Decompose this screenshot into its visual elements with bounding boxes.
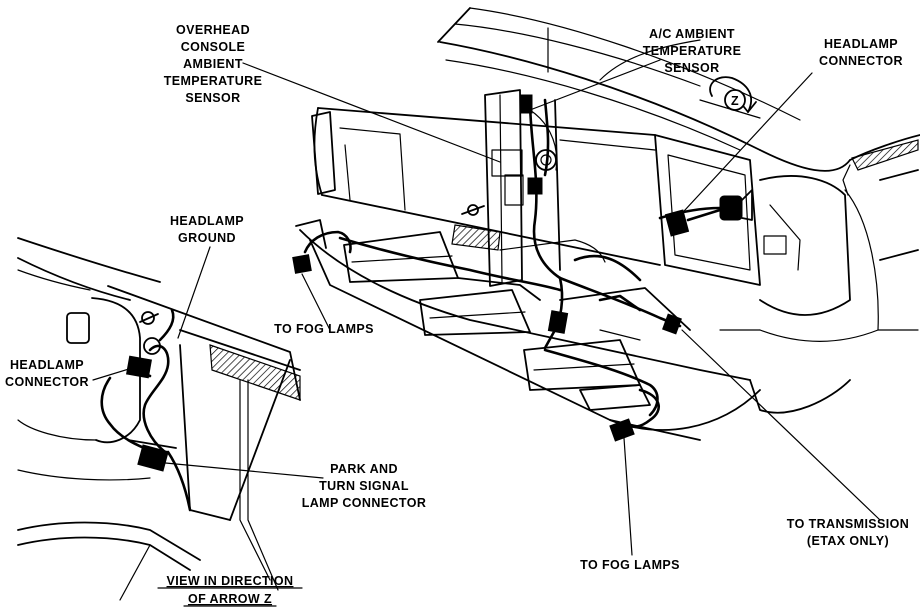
label-headlamp-connector-top: HEADLAMP CONNECTOR [819, 37, 903, 68]
ac-sensor-line-3: SENSOR [664, 61, 719, 75]
label-overhead-sensor: OVERHEAD CONSOLE AMBIENT TEMPERATURE SEN… [164, 23, 263, 105]
park-turn-line-2: TURN SIGNAL [319, 479, 409, 493]
park-turn-line-1: PARK AND [330, 462, 398, 476]
leader-lines [92, 59, 881, 556]
headlamp-connector-top-line-2: CONNECTOR [819, 54, 903, 68]
overhead-sensor-line-2: CONSOLE [181, 40, 246, 54]
headlamp-connector-top-line-1: HEADLAMP [824, 37, 898, 51]
fog-lamps-left-text: TO FOG LAMPS [274, 322, 374, 336]
label-fog-lamps-bottom: TO FOG LAMPS [580, 558, 680, 572]
transmission-line-1: TO TRANSMISSION [787, 517, 909, 531]
arrow-z-letter: Z [731, 94, 739, 108]
label-ac-sensor: A/C AMBIENT TEMPERATURE SENSOR [643, 27, 742, 75]
ac-sensor-line-2: TEMPERATURE [643, 44, 742, 58]
headlamp-ground-line-2: GROUND [178, 231, 236, 245]
fog-lamps-bottom-text: TO FOG LAMPS [580, 558, 680, 572]
ac-sensor-line-1: A/C AMBIENT [649, 27, 735, 41]
overhead-sensor-line-3: AMBIENT [183, 57, 243, 71]
overhead-sensor-line-1: OVERHEAD [176, 23, 250, 37]
label-headlamp-ground: HEADLAMP GROUND [170, 214, 244, 245]
headlamp-connector-left-line-2: CONNECTOR [5, 375, 89, 389]
label-headlamp-connector-left: HEADLAMP CONNECTOR [5, 358, 89, 389]
overhead-sensor-line-5: SENSOR [185, 91, 240, 105]
arrow-z-marker: Z [724, 89, 746, 111]
overhead-sensor-line-4: TEMPERATURE [164, 74, 263, 88]
view-direction-line-1: VIEW IN DIRECTION [167, 574, 294, 588]
park-turn-line-3: LAMP CONNECTOR [302, 496, 427, 510]
main-vehicle-view [292, 7, 920, 442]
label-fog-lamps-left: TO FOG LAMPS [274, 322, 374, 336]
label-park-turn: PARK AND TURN SIGNAL LAMP CONNECTOR [302, 462, 427, 510]
headlamp-connector-left-line-1: HEADLAMP [10, 358, 84, 372]
inset-view-arrow-z [17, 237, 301, 601]
view-direction-line-2: OF ARROW Z [188, 592, 272, 606]
label-view-direction: VIEW IN DIRECTION OF ARROW Z [157, 574, 303, 607]
headlamp-ground-line-1: HEADLAMP [170, 214, 244, 228]
label-transmission: TO TRANSMISSION (ETAX ONLY) [787, 517, 909, 548]
transmission-line-2: (ETAX ONLY) [807, 534, 889, 548]
